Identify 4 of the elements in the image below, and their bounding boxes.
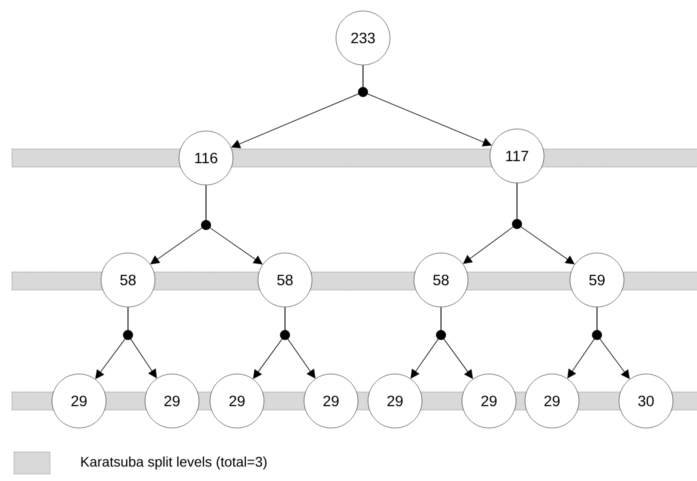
arrow <box>440 306 473 379</box>
arrow <box>362 64 492 146</box>
arrow <box>128 306 157 378</box>
legend-text: Karatsuba split levels (total=3) <box>81 456 267 470</box>
